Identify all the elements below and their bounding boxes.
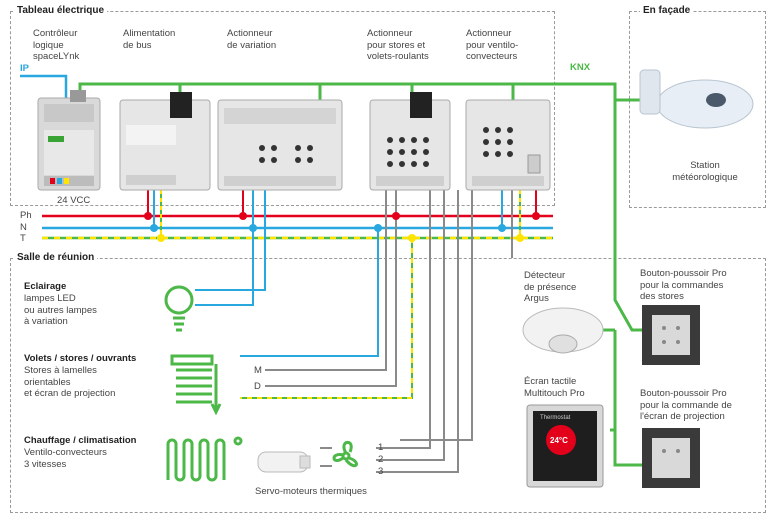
salle-title: Salle de réunion [14,252,98,263]
label-alimentation: Alimentation de bus [123,28,176,51]
label-bp-ecran: Bouton-poussoir Pro pour la commande de … [640,388,732,422]
label-ecran: Écran tactile Multitouch Pro [524,376,585,399]
label-vcc: 24 VCC [57,195,91,206]
variation-device [217,99,343,191]
label-station: Station météorologique [672,160,738,183]
volets-title: Volets / stores / ouvrants [24,353,137,364]
facade-title: En façade [640,5,694,16]
label-d: D [254,381,261,392]
eclairage-desc: lampes LED ou autres lampes à variation [24,293,97,327]
weather-station [639,69,754,129]
tableau-title: Tableau électrique [14,5,108,16]
chauffage-desc: Ventilo-convecteurs 3 vitesses [24,447,107,470]
ventilo-device [465,99,551,191]
tableau-box [10,11,555,206]
spacelynk-device [37,90,101,191]
push-button-stores [642,305,700,365]
push-button-ecran [642,428,700,488]
ip-link [20,74,68,100]
stores-device [369,92,451,191]
label-n: N [20,222,27,233]
label-t: T [20,233,26,244]
blind-icon [170,354,222,416]
junction-dots [144,212,540,242]
eclairage-title: Eclairage [24,281,67,292]
label-knx: KNX [570,62,591,73]
label-speed-3: 3 [378,466,384,477]
label-speed-1: 1 [378,442,384,453]
screen-brand: Thermostat [540,415,571,421]
servo-motor [257,451,311,473]
label-m: M [254,365,262,376]
facade-box [629,11,766,208]
screen-temp: 24°C [550,436,568,445]
alimentation-device [119,92,211,191]
label-ventilo-actuator: Actionneur pour ventilo- convecteurs [466,28,519,62]
label-bp-stores: Bouton-poussoir Pro pour la commandes de… [640,268,727,302]
label-ph: Ph [20,210,32,221]
multitouch-screen [526,404,604,488]
label-controleur: Contrôleur logique spaceLYnk [33,28,80,62]
chauffage-title: Chauffage / climatisation [24,435,137,446]
label-detecteur: Détecteur de présence Argus [524,270,577,304]
radiator-icon [166,436,243,482]
bulb-icon [164,285,194,332]
argus-detector [522,307,604,354]
label-servo: Servo-moteurs thermiques [255,486,367,497]
label-stores-actuator: Actionneur pour stores et volets-roulant… [367,28,429,62]
salle-box [10,258,766,513]
label-speed-2: 2 [378,454,384,465]
volets-desc: Stores à lamelles orientables et écran d… [24,365,116,399]
fan-icon [332,440,358,468]
label-ip: IP [20,63,29,74]
label-variation: Actionneur de variation [227,28,277,51]
